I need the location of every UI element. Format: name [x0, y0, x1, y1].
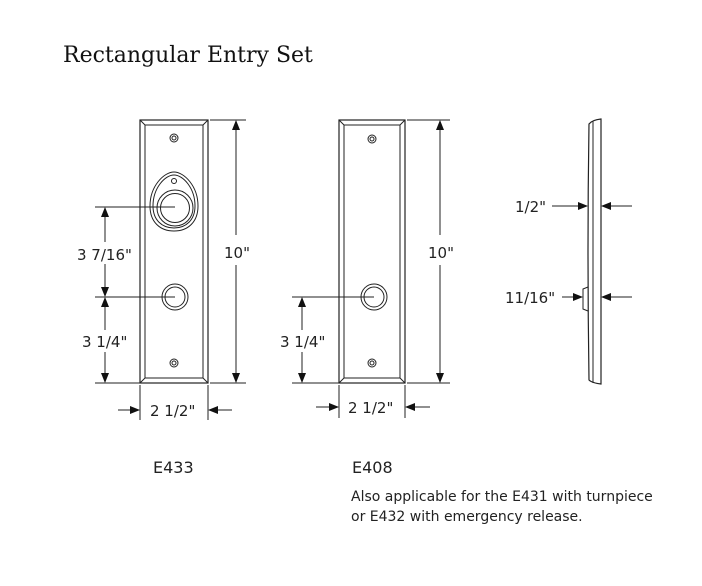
page-title: Rectangular Entry Set [63, 43, 313, 68]
screw-icon [169, 358, 179, 368]
dim-height: 10" [224, 244, 250, 262]
dim-height: 10" [428, 244, 454, 262]
screw-icon [367, 134, 377, 144]
dim-lever-to-bottom: 3 1/4" [280, 333, 325, 351]
model-label-e433: E433 [153, 458, 194, 477]
dim-rose-projection: 11/16" [505, 289, 555, 307]
screw-icon [367, 358, 377, 368]
dim-width: 2 1/2" [150, 402, 195, 420]
dim-lever-to-bottom: 3 1/4" [82, 333, 127, 351]
dim-knob-to-lever: 3 7/16" [77, 246, 132, 264]
e433-plate-drawing [139, 119, 209, 384]
applicability-note-line2: or E432 with emergency release. [351, 509, 583, 525]
applicability-note-line1: Also applicable for the E431 with turnpi… [351, 489, 653, 505]
model-label-e408: E408 [352, 458, 393, 477]
e408-plate-drawing [338, 119, 406, 384]
knob-escutcheon-icon [149, 171, 199, 232]
screw-icon [169, 133, 179, 143]
dim-plate-thickness: 1/2" [515, 198, 546, 216]
dim-width: 2 1/2" [348, 399, 393, 417]
side-profile-drawing [552, 118, 632, 385]
